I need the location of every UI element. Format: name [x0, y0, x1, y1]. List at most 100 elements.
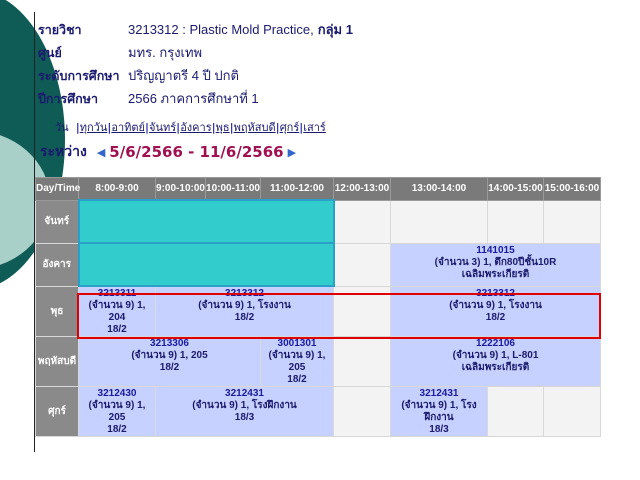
class-cell[interactable]: 3212430 (จำนวน 9) 1, 205 18/2 — [78, 386, 156, 437]
class-code: 3212431 — [419, 388, 459, 399]
class-detail: (จำนวน 9) 1, 204 — [88, 300, 146, 323]
prev-week-arrow-icon[interactable]: ◀ — [96, 145, 106, 159]
subject-label: รายวิชา — [38, 21, 82, 37]
class-cell[interactable]: 3213306 (จำนวน 9) 1, 205 18/2 — [78, 336, 261, 387]
header-time: 13:00-14:00 — [390, 177, 488, 201]
class-cell[interactable]: 3212431 (จำนวน 9) 1, โรงฝึกงาน 18/3 — [390, 386, 488, 437]
day-link-tue[interactable]: อังคาร — [180, 121, 212, 134]
date-range: ระหว่าง ◀ 5/6/2566 - 11/6/2566 ▶ — [40, 141, 300, 163]
year-label: ปีการศึกษา — [38, 90, 98, 106]
day-link-sat[interactable]: เสาร์ — [303, 121, 326, 134]
vertical-divider — [34, 12, 35, 452]
level-value: ปริญญาตรี 4 ปี ปกติ — [128, 68, 239, 83]
empty-slot — [333, 336, 391, 387]
class-detail: (จำนวน 9) 1, 205 — [131, 350, 208, 361]
empty-slot — [333, 386, 391, 437]
day-link-mon[interactable]: จันทร์ — [149, 121, 177, 134]
table-row-tue: อังคาร 1141015 (จำนวน 3) 1, ตึก80ปีชั้น1… — [35, 242, 601, 287]
center-label: ศูนย์ — [38, 44, 62, 60]
day-cell: อังคาร — [35, 242, 79, 287]
class-detail: (จำนวน 9) 1, 205 — [88, 400, 146, 423]
class-detail: เฉลิมพระเกียรติ — [461, 268, 530, 280]
class-detail: 18/2 — [107, 424, 127, 435]
year-value: 2566 ภาคการศึกษาที่ 1 — [128, 91, 259, 106]
class-detail: 18/2 — [234, 312, 255, 323]
day-link-sun[interactable]: อาทิตย์ — [111, 121, 145, 134]
header-time: 12:00-13:00 — [333, 177, 391, 201]
empty-slot — [390, 199, 488, 244]
day-cell: พุธ — [35, 285, 79, 337]
class-cell[interactable]: 3213311 (จำนวน 9) 1, 204 18/2 — [78, 285, 156, 337]
day-cell: จันทร์ — [35, 199, 79, 244]
table-row-mon: จันทร์ — [35, 199, 601, 244]
header-row: Day/Time 8:00-9:00 9:00-10:00 10:00-11:0… — [35, 177, 601, 201]
center-value: มทร. กรุงเทพ — [128, 45, 203, 60]
day-cell: พฤหัสบดี — [35, 336, 79, 387]
level-row: ระดับการศึกษา ปริญญาตรี 4 ปี ปกติ — [38, 64, 353, 87]
class-detail: 18/2 — [287, 374, 307, 385]
group-value: กลุ่ม 1 — [317, 22, 353, 37]
class-cell[interactable]: 1222106 (จำนวน 9) 1, L-801 เฉลิมพระเกียร… — [390, 336, 601, 387]
class-detail: (จำนวน 3) 1, ตึก80ปีชั้น10R — [434, 256, 557, 268]
class-detail: เฉลิมพระเกียรติ — [461, 362, 530, 373]
class-detail: (จำนวน 9) 1, 205 — [268, 350, 326, 373]
class-cell[interactable]: 1141015 (จำนวน 3) 1, ตึก80ปีชั้น10R เฉลิ… — [390, 242, 601, 287]
header-time: 11:00-12:00 — [260, 177, 334, 201]
empty-slot — [333, 285, 391, 337]
empty-slot — [543, 386, 601, 437]
table-row-fri: ศุกร์ 3212430 (จำนวน 9) 1, 205 18/2 3212… — [35, 386, 601, 437]
class-code: 3213312 — [225, 288, 264, 299]
class-cell[interactable]: 3001301 (จำนวน 9) 1, 205 18/2 — [260, 336, 334, 387]
class-detail: 18/3 — [234, 412, 255, 423]
day-selector-label: วัน — [55, 121, 69, 134]
class-code: 3213311 — [97, 288, 137, 299]
header-time: 10:00-11:00 — [205, 177, 261, 201]
class-code: 3213306 — [150, 338, 189, 349]
header-daytime: Day/Time — [35, 177, 80, 201]
class-detail: (จำนวน 9) 1, โรงงาน — [449, 299, 542, 311]
class-detail: (จำนวน 9) 1, โรงงาน — [198, 300, 291, 311]
course-info: รายวิชา 3213312 : Plastic Mold Practice,… — [38, 18, 353, 110]
table-row-wed: พุธ 3213311 (จำนวน 9) 1, 204 18/2 321331… — [35, 285, 601, 337]
empty-slot — [333, 242, 391, 287]
empty-slot — [333, 199, 391, 244]
class-code: 3001301 — [277, 338, 317, 349]
table-row-thu: พฤหัสบดี 3213306 (จำนวน 9) 1, 205 18/2 3… — [35, 336, 601, 387]
blocked-slot — [77, 242, 335, 287]
class-detail: (จำนวน 9) 1, โรงฝึกงาน — [401, 400, 477, 423]
day-link-fri[interactable]: ศุกร์ — [279, 121, 300, 134]
header-time: 14:00-15:00 — [487, 177, 544, 201]
empty-slot — [487, 386, 544, 437]
class-code: 3213312 — [476, 287, 515, 299]
subject-value: 3213312 : Plastic Mold Practice, — [128, 22, 314, 37]
blocked-slot — [77, 199, 335, 244]
class-detail: 18/3 — [429, 424, 449, 435]
level-label: ระดับการศึกษา — [38, 67, 120, 83]
header-time: 9:00-10:00 — [155, 177, 206, 201]
class-code: 3212430 — [97, 388, 137, 399]
next-week-arrow-icon[interactable]: ▶ — [287, 145, 297, 159]
class-detail: 18/2 — [159, 362, 180, 373]
class-detail: 18/2 — [107, 324, 127, 335]
empty-slot — [487, 199, 544, 244]
class-code: 1141015 — [476, 244, 515, 256]
class-detail: (จำนวน 9) 1, โรงฝึกงาน — [192, 400, 297, 411]
day-link-all[interactable]: ทุกวัน — [79, 121, 108, 134]
class-cell[interactable]: 3212431 (จำนวน 9) 1, โรงฝึกงาน 18/3 — [155, 386, 334, 437]
header-time: 8:00-9:00 — [78, 177, 156, 201]
class-cell[interactable]: 3213312 (จำนวน 9) 1, โรงงาน 18/2 — [155, 285, 334, 337]
header-time: 15:00-16:00 — [543, 177, 601, 201]
year-row: ปีการศึกษา 2566 ภาคการศึกษาที่ 1 — [38, 87, 353, 110]
day-cell: ศุกร์ — [35, 386, 79, 437]
range-label: ระหว่าง — [40, 144, 87, 160]
day-link-thu[interactable]: พฤหัสบดี — [233, 121, 276, 134]
class-detail: (จำนวน 9) 1, L-801 — [452, 350, 539, 361]
day-link-wed[interactable]: พุธ — [215, 121, 230, 134]
empty-slot — [543, 199, 601, 244]
subject-row: รายวิชา 3213312 : Plastic Mold Practice,… — [38, 18, 353, 41]
day-selector: วัน |ทุกวัน|อาทิตย์|จันทร์|อังคาร|พุธ|พฤ… — [55, 121, 326, 134]
center-row: ศูนย์ มทร. กรุงเทพ — [38, 41, 353, 64]
range-dates: 5/6/2566 - 11/6/2566 — [109, 143, 284, 161]
class-cell[interactable]: 3213312 (จำนวน 9) 1, โรงงาน 18/2 — [390, 285, 601, 337]
class-code: 3212431 — [225, 388, 264, 399]
